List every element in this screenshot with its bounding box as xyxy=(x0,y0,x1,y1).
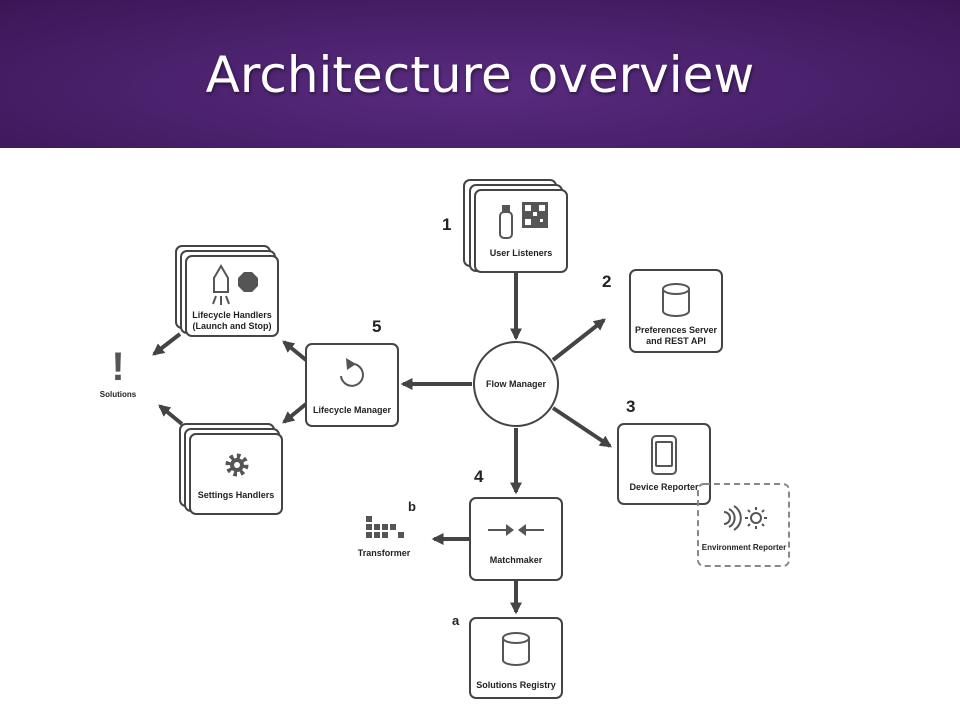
usb-icon xyxy=(499,205,513,239)
user-listeners-number: 1 xyxy=(442,215,451,234)
arrow-lifecycle-handlers-to-solutions xyxy=(152,332,182,356)
transformer-letter: b xyxy=(408,499,416,514)
solutions-registry-label: Solutions Registry xyxy=(476,680,556,690)
lifecycle-handlers-label-line2: (Launch and Stop) xyxy=(193,321,272,331)
title-banner: Architecture overview xyxy=(0,0,960,148)
database-icon xyxy=(662,283,690,317)
slide-title: Architecture overview xyxy=(205,46,755,104)
user-listeners-label: User Listeners xyxy=(490,248,553,258)
lifecycle-manager-node: Lifecycle Manager 5 xyxy=(305,317,399,427)
device-reporter-label: Device Reporter xyxy=(629,482,699,492)
phone-icon xyxy=(651,435,677,475)
matchmaker-label: Matchmaker xyxy=(490,555,543,565)
lifecycle-manager-number: 5 xyxy=(372,317,381,336)
refresh-icon xyxy=(340,358,364,387)
flow-manager-node: Flow Manager xyxy=(473,341,559,427)
qr-code-icon xyxy=(522,202,548,228)
blocks-icon xyxy=(366,516,404,538)
arrow-flow-manager-to-preferences xyxy=(551,318,606,362)
solutions-exclamation-icon: ! xyxy=(111,345,124,389)
merge-arrows-icon xyxy=(488,524,544,536)
arrow-settings-handlers-to-solutions xyxy=(158,404,184,426)
matchmaker-number: 4 xyxy=(474,467,484,486)
environment-reporter-node: Environment Reporter xyxy=(697,483,790,567)
transformer-label: Transformer xyxy=(358,548,411,558)
device-reporter-number: 3 xyxy=(626,397,635,416)
solutions-registry-letter: a xyxy=(452,613,460,628)
preferences-server-label-line2: and REST API xyxy=(646,336,706,346)
settings-handlers-node: Settings Handlers xyxy=(179,423,283,515)
arrow-flow-manager-to-device-reporter xyxy=(551,406,612,448)
settings-handlers-label: Settings Handlers xyxy=(198,490,275,500)
sun-icon xyxy=(745,507,767,529)
database-icon xyxy=(502,632,530,666)
device-reporter-node: Device Reporter 3 xyxy=(617,397,711,505)
transformer-node: Transformer b xyxy=(358,499,416,558)
arrow-lifecycle-manager-to-lifecycle-handlers xyxy=(282,340,308,362)
connection-arrows xyxy=(152,272,612,615)
wireless-signal-icon xyxy=(723,505,742,531)
solutions-node: ! Solutions xyxy=(100,345,137,399)
lifecycle-manager-label: Lifecycle Manager xyxy=(313,405,392,415)
preferences-server-label-line1: Preferences Server xyxy=(635,325,718,335)
environment-reporter-label: Environment Reporter xyxy=(702,543,786,552)
preferences-server-number: 2 xyxy=(602,272,611,291)
lifecycle-handlers-node: Lifecycle Handlers (Launch and Stop) xyxy=(175,245,279,337)
lifecycle-handlers-label-line1: Lifecycle Handlers xyxy=(192,310,272,320)
rocket-icon xyxy=(212,264,230,305)
gear-icon xyxy=(225,453,249,477)
arrow-lifecycle-manager-to-settings-handlers xyxy=(282,402,308,424)
matchmaker-node: Matchmaker 4 xyxy=(469,467,563,581)
flow-manager-label: Flow Manager xyxy=(486,379,547,389)
solutions-label: Solutions xyxy=(100,390,137,399)
stop-icon xyxy=(238,272,258,292)
preferences-server-node: Preferences Server and REST API 2 xyxy=(602,269,723,353)
solutions-registry-node: Solutions Registry a xyxy=(452,613,563,699)
user-listeners-node: User Listeners 1 xyxy=(442,179,568,273)
